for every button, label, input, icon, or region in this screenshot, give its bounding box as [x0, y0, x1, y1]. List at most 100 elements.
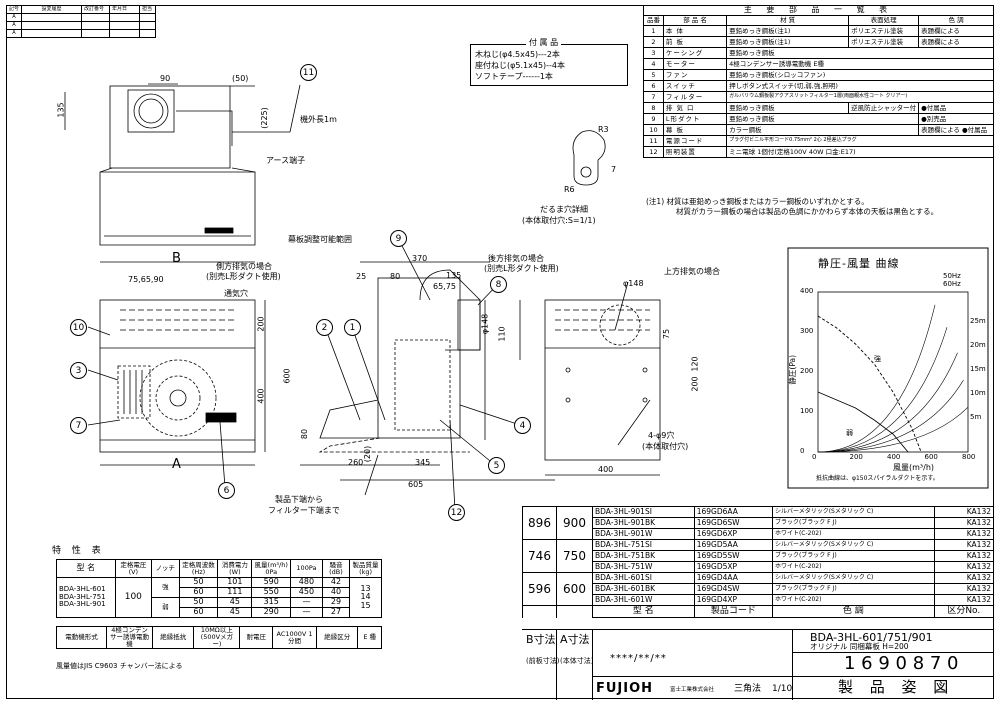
specs-footer: 電動機形式 [55, 626, 108, 649]
specs-cell: 42 [321, 577, 351, 588]
model-cell: 169GD4XP [693, 594, 773, 606]
model-cell: BDA-3HL-751W [592, 561, 695, 573]
specs-footer: 10MΩ以上(500Vメガー) [193, 626, 241, 649]
dim-label: 75,65,90 [128, 275, 164, 284]
model-a-dim: 750 [556, 539, 593, 573]
model-cell: 169GD5SW [693, 550, 773, 562]
accessories-title: 付 属 品 [526, 39, 562, 47]
dim-label: 200 [256, 316, 266, 332]
dim-label: (20) [363, 445, 373, 463]
model-cell: BDA-3HL-601W [592, 594, 695, 606]
callout-circle: 8 [490, 276, 507, 293]
chart-legend: 60Hz [943, 280, 961, 288]
drawing-note: 機外長1m [300, 115, 337, 124]
y-tick-label: 100 [800, 407, 814, 415]
model-cell: ホワイト(C-202) [771, 528, 935, 540]
dim-label: 120 [690, 356, 700, 372]
drawing-number: 1 6 9 0 8 7 0 [844, 653, 959, 674]
specs-header: 100Pa [290, 559, 323, 578]
chart-legend: 50Hz [943, 272, 961, 280]
projection-method: 三角法 [734, 684, 762, 694]
x-tick-label: 600 [924, 453, 938, 461]
dim-label-a: A寸法 [560, 633, 590, 646]
title-model: BDA-3HL-601/751/901 [810, 631, 933, 644]
model-cell: KA132 [933, 561, 995, 573]
specs-cell: 50 [178, 577, 219, 588]
model-cell: KA132 [933, 517, 995, 529]
callout-circle: 3 [70, 362, 87, 379]
pq-chart-frame [787, 247, 989, 489]
dim-label: 80 [300, 428, 310, 440]
dim-label: φ148 [623, 279, 644, 288]
specs-footer: 絶縁抵抗 [152, 626, 195, 649]
specs-header: ノッチ [151, 559, 180, 578]
duct-length-label: 25m [970, 317, 986, 325]
model-cell: ブラック(ブラック F J) [771, 583, 935, 595]
model-cell: KA132 [933, 528, 995, 540]
drawing-note: (別売L形ダクト使用) [206, 272, 281, 281]
x-tick-label: 400 [887, 453, 901, 461]
specs-header: 製品質量(kg) [349, 559, 382, 578]
dim-label: 4-φ9穴 [648, 431, 675, 440]
chart-title: 静圧-風量 曲線 [818, 257, 900, 270]
parts-cell: 照明装置 [662, 146, 728, 158]
model-cell: 169GD6AA [693, 506, 773, 518]
model-cell: ブラック(ブラック F J) [771, 550, 935, 562]
scale: 1/10 [772, 684, 793, 694]
specs-table: 型 名 定格電圧(V) ノッチ 定格周波数(Hz) 消費電力(W) 風量(m³/… [56, 559, 382, 618]
specs-cell: 27 [321, 607, 351, 618]
parts-note: 材質がカラー鋼板の場合は製品の色調にかかわらず本体の天板は黒色とする。 [676, 207, 939, 216]
callout-circle: 9 [390, 230, 407, 247]
dim-label: 400 [256, 388, 266, 404]
dim-label: 260 [348, 458, 364, 467]
callout-circle: 1 [344, 319, 361, 336]
dim-label: (225) [259, 107, 269, 129]
callout-circle: 4 [514, 417, 531, 434]
model-b-dim: 596 [522, 572, 557, 606]
y-tick-label: 0 [800, 447, 805, 455]
model-header: 製品コード [693, 605, 773, 618]
specs-notch: 強 [151, 577, 180, 598]
series-line [817, 391, 909, 453]
model-cell: BDA-3HL-751SI [592, 539, 695, 551]
model-cell: シルバーメタリック(Sメタリック C) [771, 539, 935, 551]
model-cell: KA132 [933, 550, 995, 562]
y-tick-label: 300 [800, 327, 814, 335]
model-cell: BDA-3HL-901W [592, 528, 695, 540]
specs-header: 騒音(dB) [321, 559, 351, 578]
company-name: 富士工業株式会社 [670, 687, 715, 693]
callout-circle: 10 [70, 319, 87, 336]
dim-label: 200 [690, 376, 700, 392]
accessory-line: ソフトテープ------1本 [475, 72, 553, 81]
model-cell: KA132 [933, 572, 995, 584]
specs-cell: 550 [251, 587, 292, 598]
model-cell: BDA-3HL-901BK [592, 517, 695, 529]
dim-label: 370 [412, 254, 428, 263]
parts-cell: ミニ電球 1個付(定格100V 40W 口金:E17) [726, 146, 994, 158]
specs-footer: 4極コンデンサー誘導電動機 [106, 626, 154, 649]
model-cell: 169GD5XP [693, 561, 773, 573]
dim-label: 605 [408, 480, 424, 489]
specs-cell: 101 [217, 577, 253, 588]
callout-circle: 7 [70, 417, 87, 434]
specs-footer: 絶縁区分 [316, 626, 359, 649]
model-a-dim: 600 [556, 572, 593, 606]
drawing-note: (別売L形ダクト使用) [484, 264, 559, 273]
title-sub: オリジナル 同梱幕板 H=200 [810, 642, 909, 651]
model-cell: シルバーメタリック(Sメタリック C) [771, 506, 935, 518]
model-cell: ホワイト(C-202) [771, 561, 935, 573]
document-title: 製 品 姿 図 [838, 678, 955, 696]
drawing-note: 製品下端から [275, 495, 323, 504]
model-cell: 169GD4AA [693, 572, 773, 584]
dim-label: φ148 [480, 313, 490, 335]
specs-notch: 弱 [151, 597, 180, 618]
sheet-frame [6, 5, 994, 699]
